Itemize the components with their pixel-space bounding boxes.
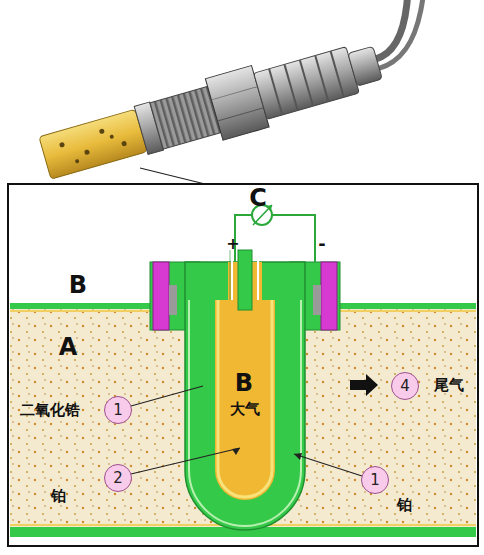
callout-number: 1 — [113, 401, 123, 419]
callout-number: 2 — [113, 469, 123, 487]
part-name: 尾气 — [434, 377, 464, 394]
callout-circle: 2 — [104, 464, 132, 492]
part-letter: A — [59, 334, 78, 360]
meter-label: C — [249, 185, 267, 211]
callout-circle: 1 — [104, 396, 132, 424]
callout-number: 1 — [370, 471, 380, 489]
callout-circle: 4 — [391, 372, 419, 400]
polarity-sign: + — [226, 235, 239, 253]
part-letter: B — [235, 370, 253, 396]
callout-circle: 1 — [361, 466, 389, 494]
part-name: 铂 — [397, 497, 412, 514]
polarity-sign: - — [318, 234, 325, 254]
sensor-body — [4, 0, 477, 189]
part-name: 铂 — [51, 488, 66, 505]
part-letter: B — [69, 272, 87, 298]
callout-number: 4 — [400, 377, 410, 395]
part-name: 大气 — [230, 401, 260, 418]
part-name: 二氧化锆 — [20, 402, 80, 419]
